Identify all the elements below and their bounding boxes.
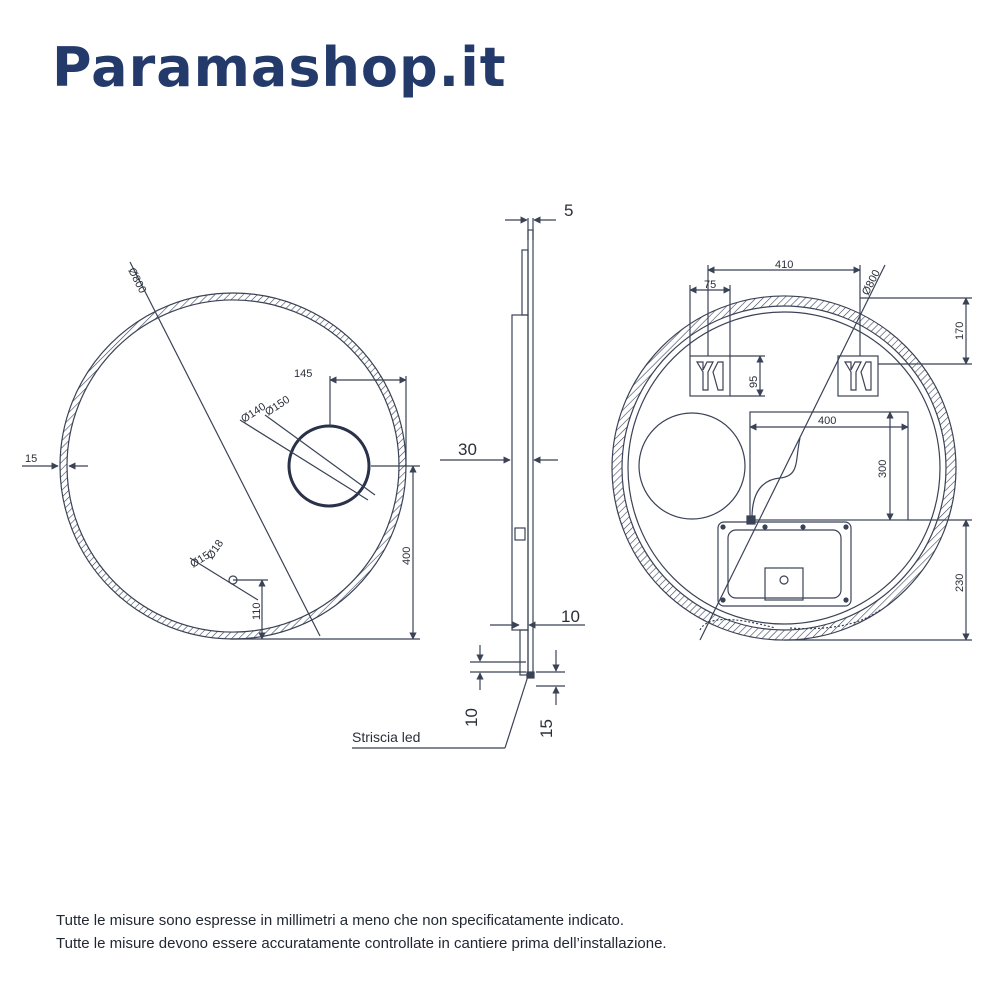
side-frame-top	[521, 249, 529, 316]
side-glass	[527, 229, 534, 676]
led-strip	[526, 671, 535, 679]
top-thickness-label: 5	[564, 201, 573, 220]
back-diameter-label: Ø800	[860, 268, 883, 297]
magnifier-lens	[287, 424, 371, 508]
front-view	[22, 261, 420, 640]
mounting-area	[749, 411, 909, 521]
magnifier-back	[638, 412, 746, 520]
bracket-left	[689, 355, 731, 397]
led-strip-label: Striscia led	[352, 729, 420, 745]
brand-logo: Paramashop.it	[52, 36, 507, 99]
lens-inner-label: Ø140	[239, 401, 268, 426]
lens-offset-label: 145	[294, 368, 312, 380]
strip-gap-label: 15	[537, 719, 556, 738]
diameter-leader	[129, 261, 321, 637]
lens-outer-label: Ø150	[263, 394, 292, 419]
note-line-2: Tutte le misure devono essere accuratame…	[56, 935, 667, 952]
side-view	[352, 216, 585, 749]
height-to-lens-label: 400	[401, 547, 413, 565]
driver-box	[717, 521, 852, 607]
note-line-1: Tutte le misure sono espresse in millime…	[56, 912, 625, 929]
back-view	[611, 264, 972, 641]
front-view-labels: Ø800 Ø150 Ø140 145 15 Ø18 Ø15 400 110	[25, 266, 413, 620]
front-diameter-label: Ø800	[125, 266, 148, 295]
side-body	[511, 314, 529, 631]
bottom-offset-label: 230	[954, 574, 966, 592]
bottom-depth-label: 10	[561, 607, 580, 626]
bracket-right	[837, 355, 879, 397]
cable	[751, 437, 801, 519]
depth-label: 30	[458, 440, 477, 459]
bracket-spacing-label: 410	[775, 259, 793, 271]
bracket-width-label: 75	[704, 279, 716, 291]
side-offset-label: 15	[25, 453, 37, 465]
box-width-label: 400	[818, 415, 836, 427]
top-offset-label: 170	[954, 322, 966, 340]
box-height-label: 300	[877, 460, 889, 478]
side-view-labels: 5 30 10 10 15	[458, 201, 580, 738]
strip-height-label: 10	[462, 708, 481, 727]
back-mirror-frame	[611, 295, 957, 641]
bracket-height-label: 95	[748, 376, 760, 388]
switch-height-label: 110	[251, 602, 263, 620]
